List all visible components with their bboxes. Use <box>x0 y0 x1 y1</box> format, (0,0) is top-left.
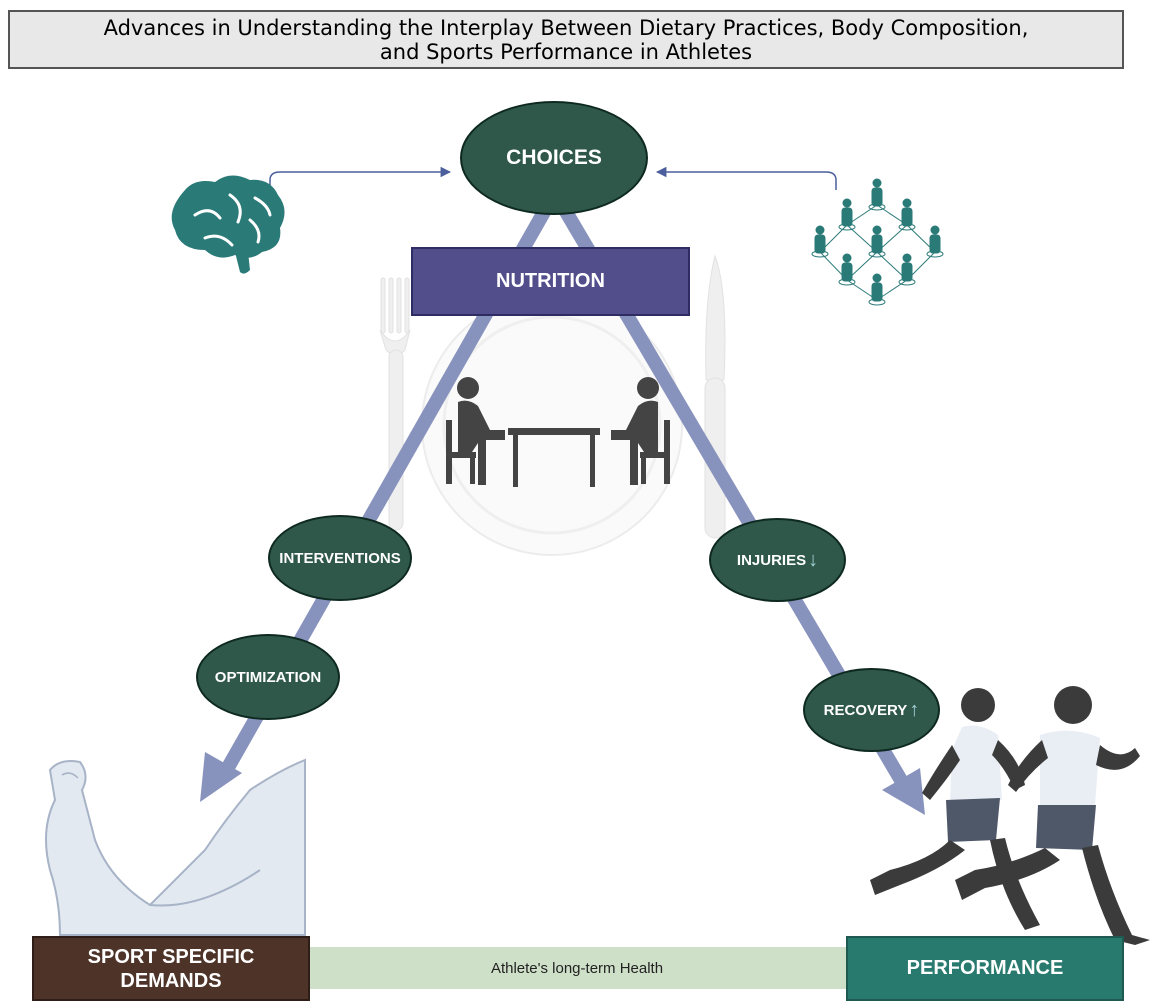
social-network-icon <box>811 178 944 306</box>
social-to-choices-arrow <box>655 166 837 190</box>
health-label: Athlete's long-term Health <box>490 959 664 977</box>
arrow-down-icon: ↓ <box>808 548 819 571</box>
brain-icon <box>171 175 285 274</box>
consultation-icon <box>446 377 670 487</box>
title-line-2: and Sports Performance in Athletes <box>379 39 753 64</box>
title-box: Advances in Understanding the Interplay … <box>8 10 1124 69</box>
sport-specific-demands-box: SPORT SPECIFIC DEMANDS <box>32 936 310 1001</box>
interventions-node: INTERVENTIONS <box>268 515 412 601</box>
injuries-label: INJURIES <box>736 551 807 569</box>
title-line-1: Advances in Understanding the Interplay … <box>103 15 1029 40</box>
arrow-up-icon: ↑ <box>909 698 920 721</box>
recovery-node: RECOVERY ↑ <box>803 668 940 752</box>
nutrition-box: NUTRITION <box>411 247 690 316</box>
runners-icon <box>870 686 1150 945</box>
optimization-label: OPTIMIZATION <box>214 668 322 686</box>
health-bar: Athlete's long-term Health <box>306 947 848 989</box>
choices-node: CHOICES <box>460 101 648 215</box>
choices-label: CHOICES <box>506 146 602 169</box>
interventions-label: INTERVENTIONS <box>279 549 401 567</box>
ssd-label-line-2: DEMANDS <box>120 969 222 992</box>
flexed-arm-icon <box>45 758 306 936</box>
knife-icon <box>704 254 726 539</box>
performance-label: PERFORMANCE <box>906 957 1064 979</box>
nutrition-label: NUTRITION <box>496 270 605 292</box>
recovery-label: RECOVERY <box>823 701 908 719</box>
performance-box: PERFORMANCE <box>846 936 1124 1001</box>
optimization-node: OPTIMIZATION <box>196 634 340 720</box>
ssd-label-line-1: SPORT SPECIFIC <box>87 945 255 968</box>
brain-to-choices-arrow <box>269 166 452 190</box>
injuries-node: INJURIES ↓ <box>709 518 846 602</box>
